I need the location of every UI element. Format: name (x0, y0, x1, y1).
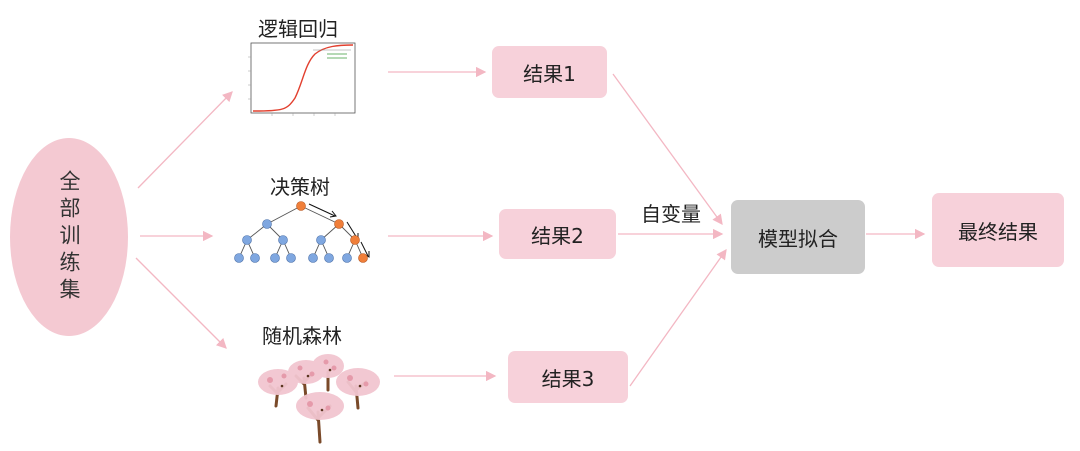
final-result-box: 最终结果 (932, 193, 1064, 267)
result-2-box: 结果2 (499, 209, 616, 259)
result-1-label: 结果1 (523, 61, 576, 86)
model-label-decision-tree: 决策树 (270, 175, 330, 199)
sigmoid-plot-icon (248, 42, 356, 116)
result-3-box: 结果3 (508, 351, 628, 403)
decision-tree-icon (234, 201, 370, 263)
edge-label-variables: 自变量 (641, 202, 701, 226)
training-set-label: 全部训练集 (57, 169, 81, 305)
arrow-dataset-to-logreg (137, 91, 233, 189)
trees-icon (258, 354, 380, 444)
training-set-node: 全部训练集 (10, 138, 128, 336)
result-3-label: 结果3 (541, 366, 595, 391)
model-label-logreg: 逻辑回归 (258, 17, 338, 41)
result-2-label: 结果2 (531, 223, 584, 248)
model-fit-box: 模型拟合 (731, 200, 865, 274)
final-result-label: 最终结果 (958, 219, 1038, 244)
arrow-result3-to-fit (629, 248, 727, 387)
model-fit-label: 模型拟合 (758, 226, 838, 251)
arrow-dataset-to-forest (135, 257, 227, 349)
model-label-random-forest: 随机森林 (262, 324, 342, 348)
result-1-box: 结果1 (492, 46, 607, 98)
arrow-result1-to-fit (612, 73, 723, 226)
